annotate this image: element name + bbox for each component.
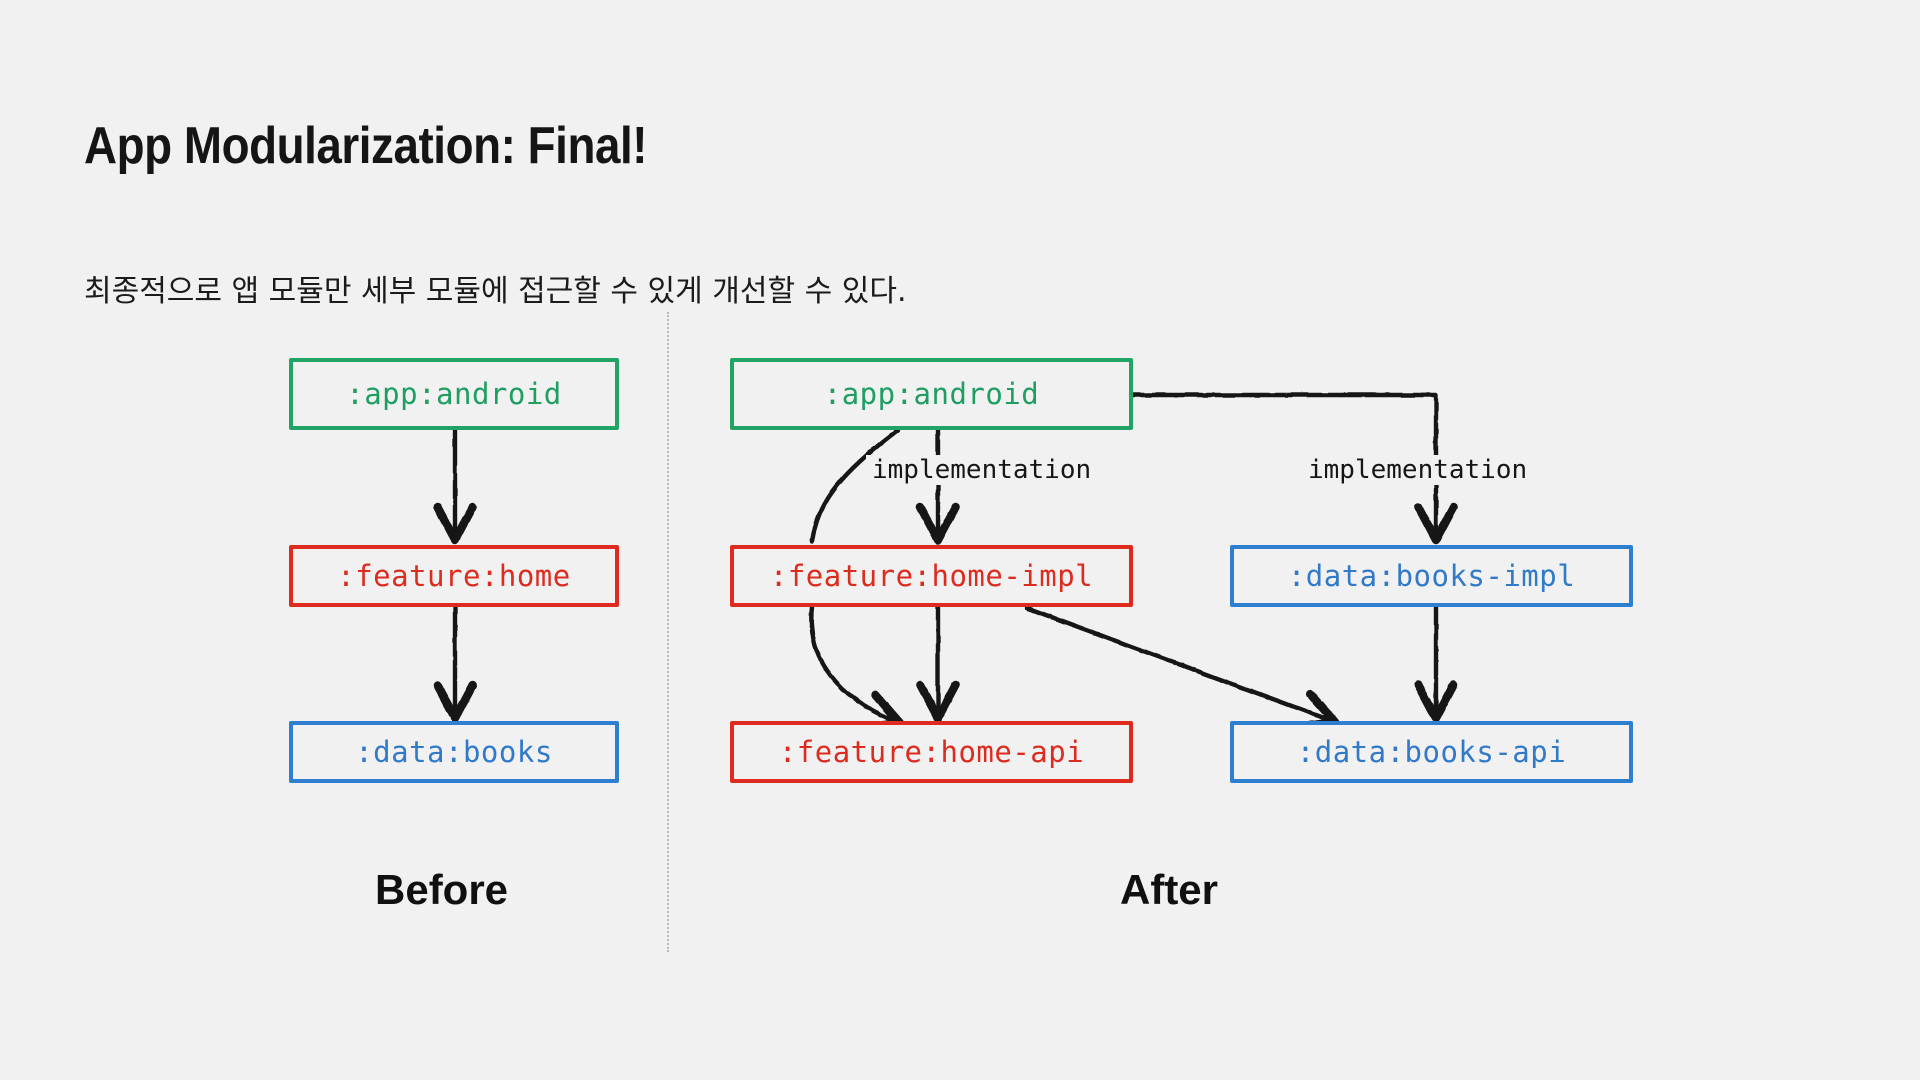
edge-label-implementation-right: implementation [1302,455,1534,485]
module-label: :data:books-api [1296,735,1567,769]
page-title: App Modularization: Final! [84,117,648,175]
page-subtitle: 최종적으로 앱 모듈만 세부 모듈에 접근할 수 있게 개선할 수 있다. [84,274,907,309]
module-label: :app:android [346,377,562,411]
caption-before: Before [375,866,509,913]
module-box-after-data-books-api[interactable]: :data:books-api [1230,721,1633,783]
module-box-after-feature-home-api[interactable]: :feature:home-api [730,721,1133,783]
module-box-before-data-books[interactable]: :data:books [289,721,619,783]
module-label: :feature:home [337,559,571,593]
module-label: :app:android [823,377,1040,411]
module-box-after-data-books-impl[interactable]: :data:books-impl [1230,545,1633,607]
module-label: :data:books-impl [1287,559,1576,593]
module-label: :data:books [355,735,553,769]
module-box-before-app-android[interactable]: :app:android [289,358,619,430]
edge-label-implementation-left: implementation [866,455,1098,485]
module-label: :feature:home-impl [769,559,1094,593]
arrow-after-home-impl-to-books-api [1024,605,1340,732]
module-box-after-app-android[interactable]: :app:android [730,358,1133,430]
module-label: :feature:home-api [778,735,1085,769]
module-box-before-feature-home[interactable]: :feature:home [289,545,619,607]
section-divider [667,312,669,952]
caption-after: After [1120,866,1219,913]
module-box-after-feature-home-impl[interactable]: :feature:home-impl [730,545,1133,607]
arrow-after-app-to-home-api-curve-lower [809,604,905,732]
arrow-after-app-to-home-api-curve-upper [809,427,901,544]
